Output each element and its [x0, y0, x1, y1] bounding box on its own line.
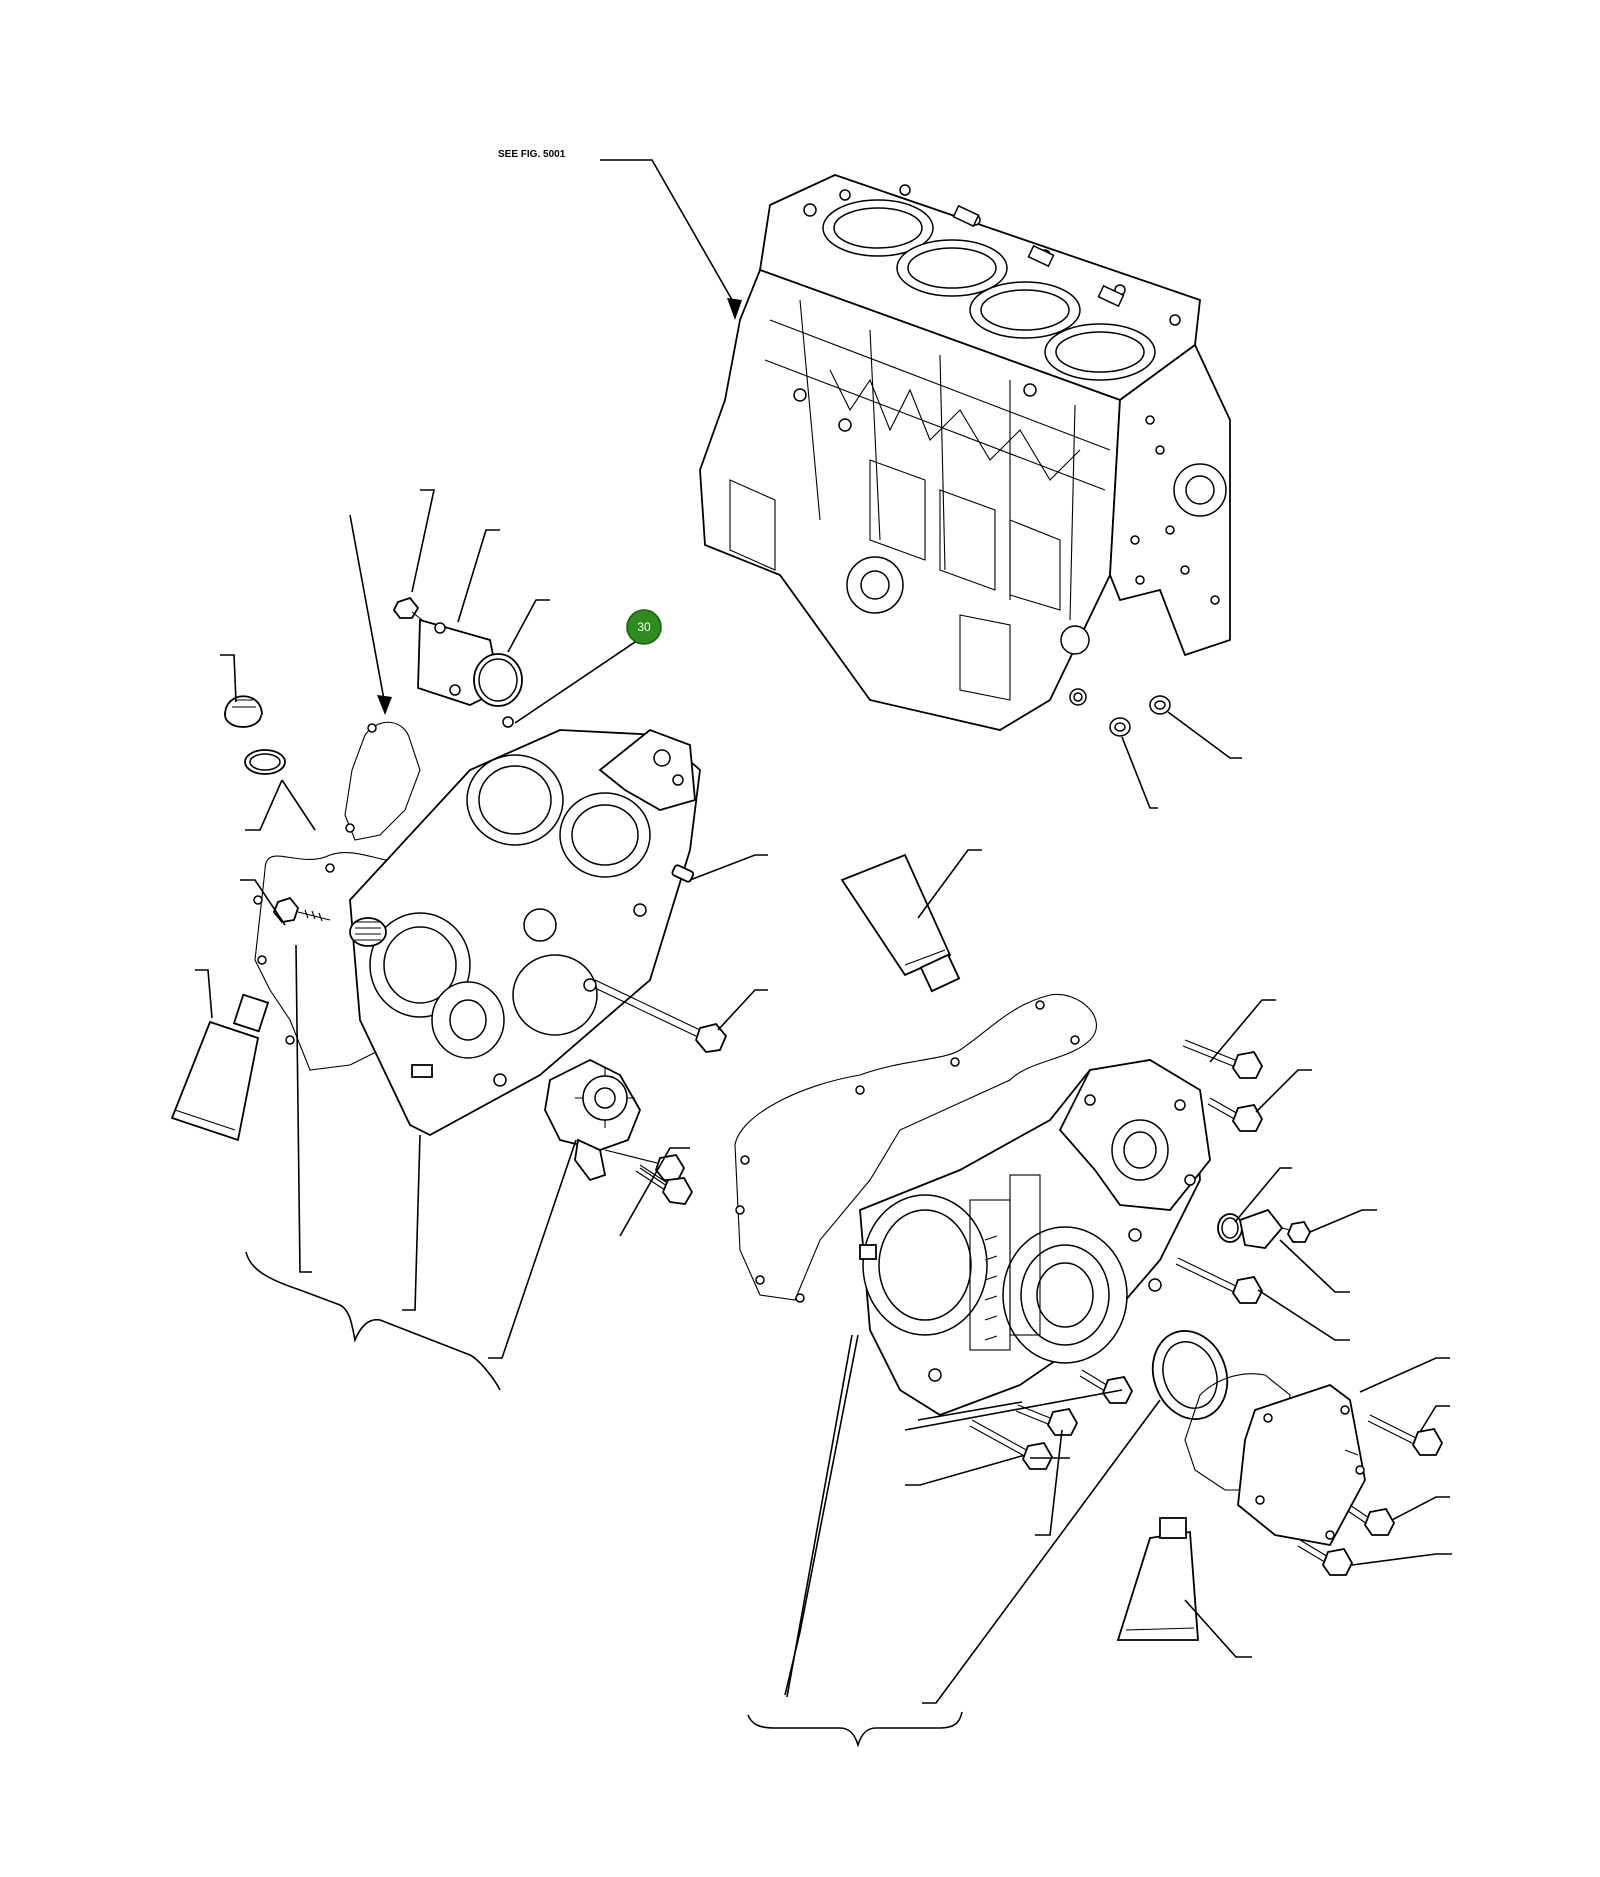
oil-filler-cap	[224, 695, 286, 775]
dowel-pin	[671, 864, 695, 883]
leaders-left	[195, 489, 768, 1359]
bolt-left-case	[594, 979, 728, 1053]
oil-pump	[544, 1058, 686, 1189]
cover-plate-upper	[392, 596, 523, 728]
callout-30-label[interactable]: 30	[637, 620, 651, 634]
gasket-small-left	[344, 721, 421, 841]
sealant-tube-lower-right	[1116, 1517, 1199, 1641]
timing-case-assembly-left	[253, 728, 701, 1137]
brace-left	[245, 1251, 501, 1391]
engine-block	[699, 174, 1231, 731]
bolts-right	[969, 1039, 1312, 1470]
sealant-tube-left	[170, 993, 270, 1142]
front-seal	[349, 917, 387, 947]
header-reference-text: SEE FIG. 5001	[498, 149, 566, 160]
callout-30[interactable]: 30	[626, 609, 662, 645]
rear-oil-seal	[1151, 1330, 1229, 1420]
flywheel-housing-assembly-right	[734, 993, 1211, 1416]
nut-stud-left	[272, 896, 331, 923]
sealant-tube-upper-right	[840, 853, 961, 993]
callout-30-marker[interactable]	[626, 609, 662, 645]
brace-right	[747, 1711, 963, 1748]
leaders-right	[784, 849, 1452, 1704]
block-plugs	[1109, 695, 1242, 809]
rear-cover-plate	[1184, 1373, 1444, 1576]
stud-bolt-lower-left	[635, 1164, 694, 1205]
header-reference: SEE FIG. 5001	[498, 149, 742, 320]
